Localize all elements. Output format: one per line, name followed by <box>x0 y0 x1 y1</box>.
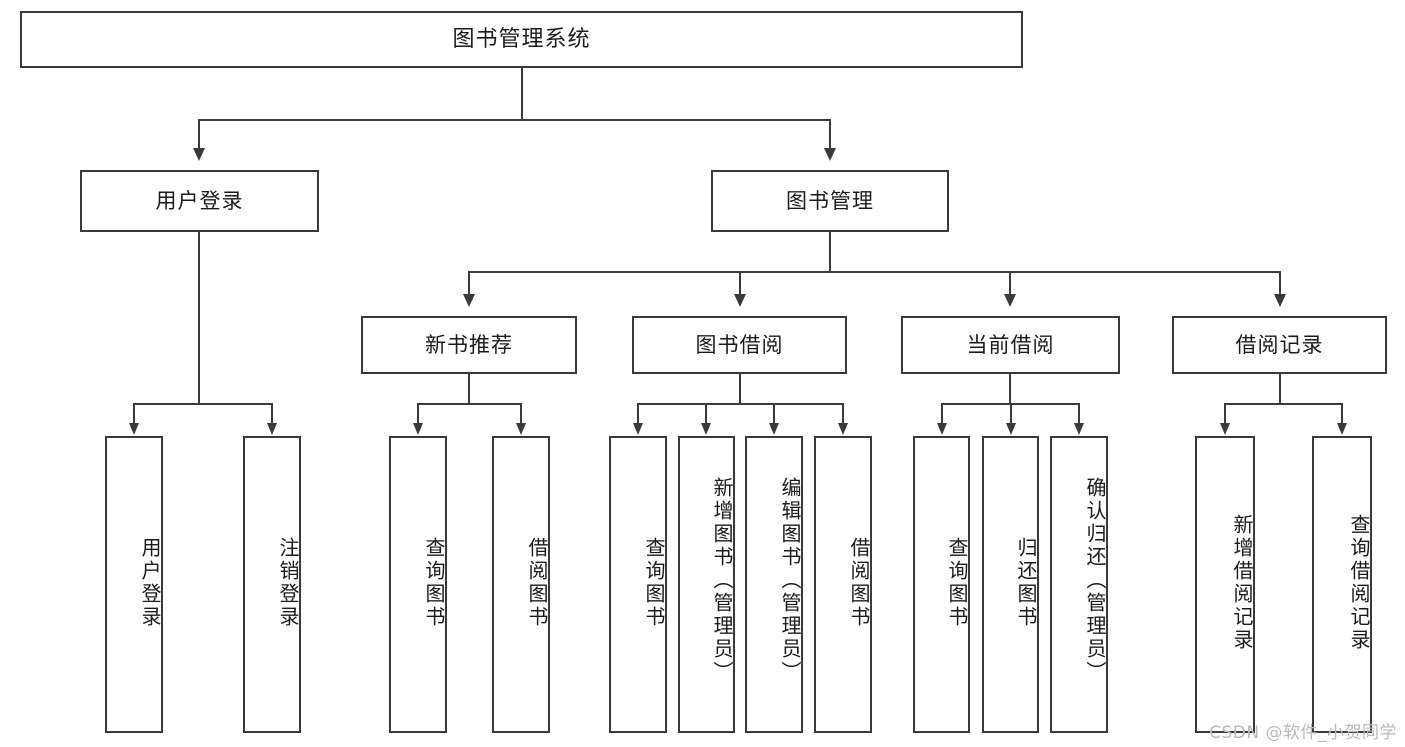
arrow-to-leaf-query-book-1 <box>413 423 423 435</box>
connector-new-book-drop-2 <box>520 403 522 425</box>
node-label: 归还图书 <box>1014 536 1038 629</box>
arrow-to-current-borrow <box>1004 294 1016 307</box>
leaf-add-borrow-record[interactable]: 新增借阅记录 <box>1195 436 1255 733</box>
connector-borrow-record-bus <box>1224 403 1342 405</box>
connector-bm-drop-book-borrow <box>739 271 741 296</box>
node-label: 查询借阅记录 <box>1347 513 1371 652</box>
arrow-to-new-book-recommend <box>463 294 475 307</box>
arrow-to-book-borrow <box>734 294 746 307</box>
connector-current-borrow-drop-1 <box>941 403 943 425</box>
connector-book-management-bus <box>468 271 1280 273</box>
connector-current-borrow-stem <box>1009 374 1011 404</box>
connector-book-management-stem <box>829 232 831 272</box>
arrow-root-to-book-management <box>824 148 836 161</box>
node-label: 借阅记录 <box>1235 332 1324 357</box>
arrow-to-leaf-add-book <box>701 423 711 435</box>
node-root-system[interactable]: 图书管理系统 <box>20 11 1023 68</box>
csdn-watermark: CSDN @软件_小贺同学 <box>1209 723 1397 743</box>
node-new-book-recommend[interactable]: 新书推荐 <box>361 316 577 374</box>
node-label: 查询图书 <box>422 536 446 629</box>
node-label: 确认归还（管理员） <box>1083 477 1107 684</box>
arrow-to-leaf-query-borrow-record <box>1337 423 1347 435</box>
node-current-borrow[interactable]: 当前借阅 <box>901 316 1120 374</box>
connector-book-borrow-drop-2 <box>705 403 707 425</box>
connector-borrow-record-drop-1 <box>1224 403 1226 425</box>
connector-new-book-bus <box>417 403 520 405</box>
connector-book-borrow-drop-4 <box>842 403 844 425</box>
node-borrow-record[interactable]: 借阅记录 <box>1172 316 1387 374</box>
leaf-user-login[interactable]: 用户登录 <box>105 436 163 733</box>
connector-root-to-user-login <box>198 119 200 150</box>
connector-root-to-book-management <box>829 119 831 150</box>
arrow-to-leaf-borrow-book-2 <box>838 423 848 435</box>
node-label: 用户登录 <box>138 536 162 629</box>
node-label: 新增借阅记录 <box>1230 513 1254 652</box>
arrow-to-leaf-borrow-book-1 <box>516 423 526 435</box>
leaf-return-book[interactable]: 归还图书 <box>982 436 1039 733</box>
arrow-to-leaf-return-book <box>1006 423 1016 435</box>
node-label: 借阅图书 <box>847 536 871 629</box>
leaf-query-book-recommend[interactable]: 查询图书 <box>389 436 447 733</box>
arrow-root-to-user-login <box>193 148 205 161</box>
node-book-borrow[interactable]: 图书借阅 <box>632 316 847 374</box>
connector-bm-drop-borrow-record <box>1279 271 1281 296</box>
connector-current-borrow-drop-2 <box>1010 403 1012 425</box>
leaf-query-book-current[interactable]: 查询图书 <box>913 436 970 733</box>
connector-book-borrow-drop-3 <box>773 403 775 425</box>
leaf-logout-login[interactable]: 注销登录 <box>243 436 301 733</box>
node-label: 当前借阅 <box>966 332 1055 357</box>
arrow-to-leaf-query-book-2 <box>633 423 643 435</box>
connector-root-stem <box>521 68 523 120</box>
node-label: 查询图书 <box>945 536 969 629</box>
node-label: 借阅图书 <box>525 536 549 629</box>
node-user-login[interactable]: 用户登录 <box>80 170 319 232</box>
connector-bm-drop-new-book <box>468 271 470 296</box>
node-book-management[interactable]: 图书管理 <box>711 170 949 232</box>
arrow-to-leaf-query-book-3 <box>937 423 947 435</box>
leaf-confirm-return[interactable]: 确认归还（管理员） <box>1050 436 1108 733</box>
connector-borrow-record-stem <box>1279 374 1281 404</box>
leaf-edit-book[interactable]: 编辑图书（管理员） <box>745 436 803 733</box>
connector-root-bus <box>198 119 831 121</box>
connector-book-borrow-drop-1 <box>637 403 639 425</box>
connector-bm-drop-current-borrow <box>1009 271 1011 296</box>
connector-user-login-drop-1 <box>133 403 135 425</box>
leaf-add-book[interactable]: 新增图书（管理员） <box>678 436 735 733</box>
node-label: 编辑图书（管理员） <box>778 477 802 684</box>
node-label: 查询图书 <box>642 536 666 629</box>
connector-user-login-stem <box>198 232 200 404</box>
connector-borrow-record-drop-2 <box>1341 403 1343 425</box>
connector-book-borrow-bus <box>637 403 843 405</box>
connector-new-book-stem <box>468 374 470 404</box>
node-label: 用户登录 <box>155 188 244 213</box>
node-label: 图书管理 <box>786 188 874 213</box>
node-label: 新书推荐 <box>425 332 513 357</box>
node-label: 图书借阅 <box>695 332 784 357</box>
node-label: 新增图书（管理员） <box>710 477 734 684</box>
node-label: 注销登录 <box>276 536 300 629</box>
connector-book-borrow-stem <box>739 374 741 404</box>
arrow-to-leaf-edit-book <box>769 423 779 435</box>
node-label: 图书管理系统 <box>452 26 591 52</box>
arrow-to-leaf-logout-login <box>267 423 277 435</box>
connector-user-login-drop-2 <box>271 403 273 425</box>
leaf-borrow-book-recommend[interactable]: 借阅图书 <box>492 436 550 733</box>
arrow-to-borrow-record <box>1274 294 1286 307</box>
connector-current-borrow-drop-3 <box>1078 403 1080 425</box>
leaf-query-borrow-record[interactable]: 查询借阅记录 <box>1312 436 1372 733</box>
leaf-query-book-borrow[interactable]: 查询图书 <box>609 436 667 733</box>
arrow-to-leaf-confirm-return <box>1074 423 1084 435</box>
leaf-borrow-book-borrow[interactable]: 借阅图书 <box>814 436 872 733</box>
connector-user-login-bus <box>133 403 271 405</box>
arrow-to-leaf-user-login <box>129 423 139 435</box>
arrow-to-leaf-add-borrow-record <box>1220 423 1230 435</box>
connector-new-book-drop-1 <box>417 403 419 425</box>
